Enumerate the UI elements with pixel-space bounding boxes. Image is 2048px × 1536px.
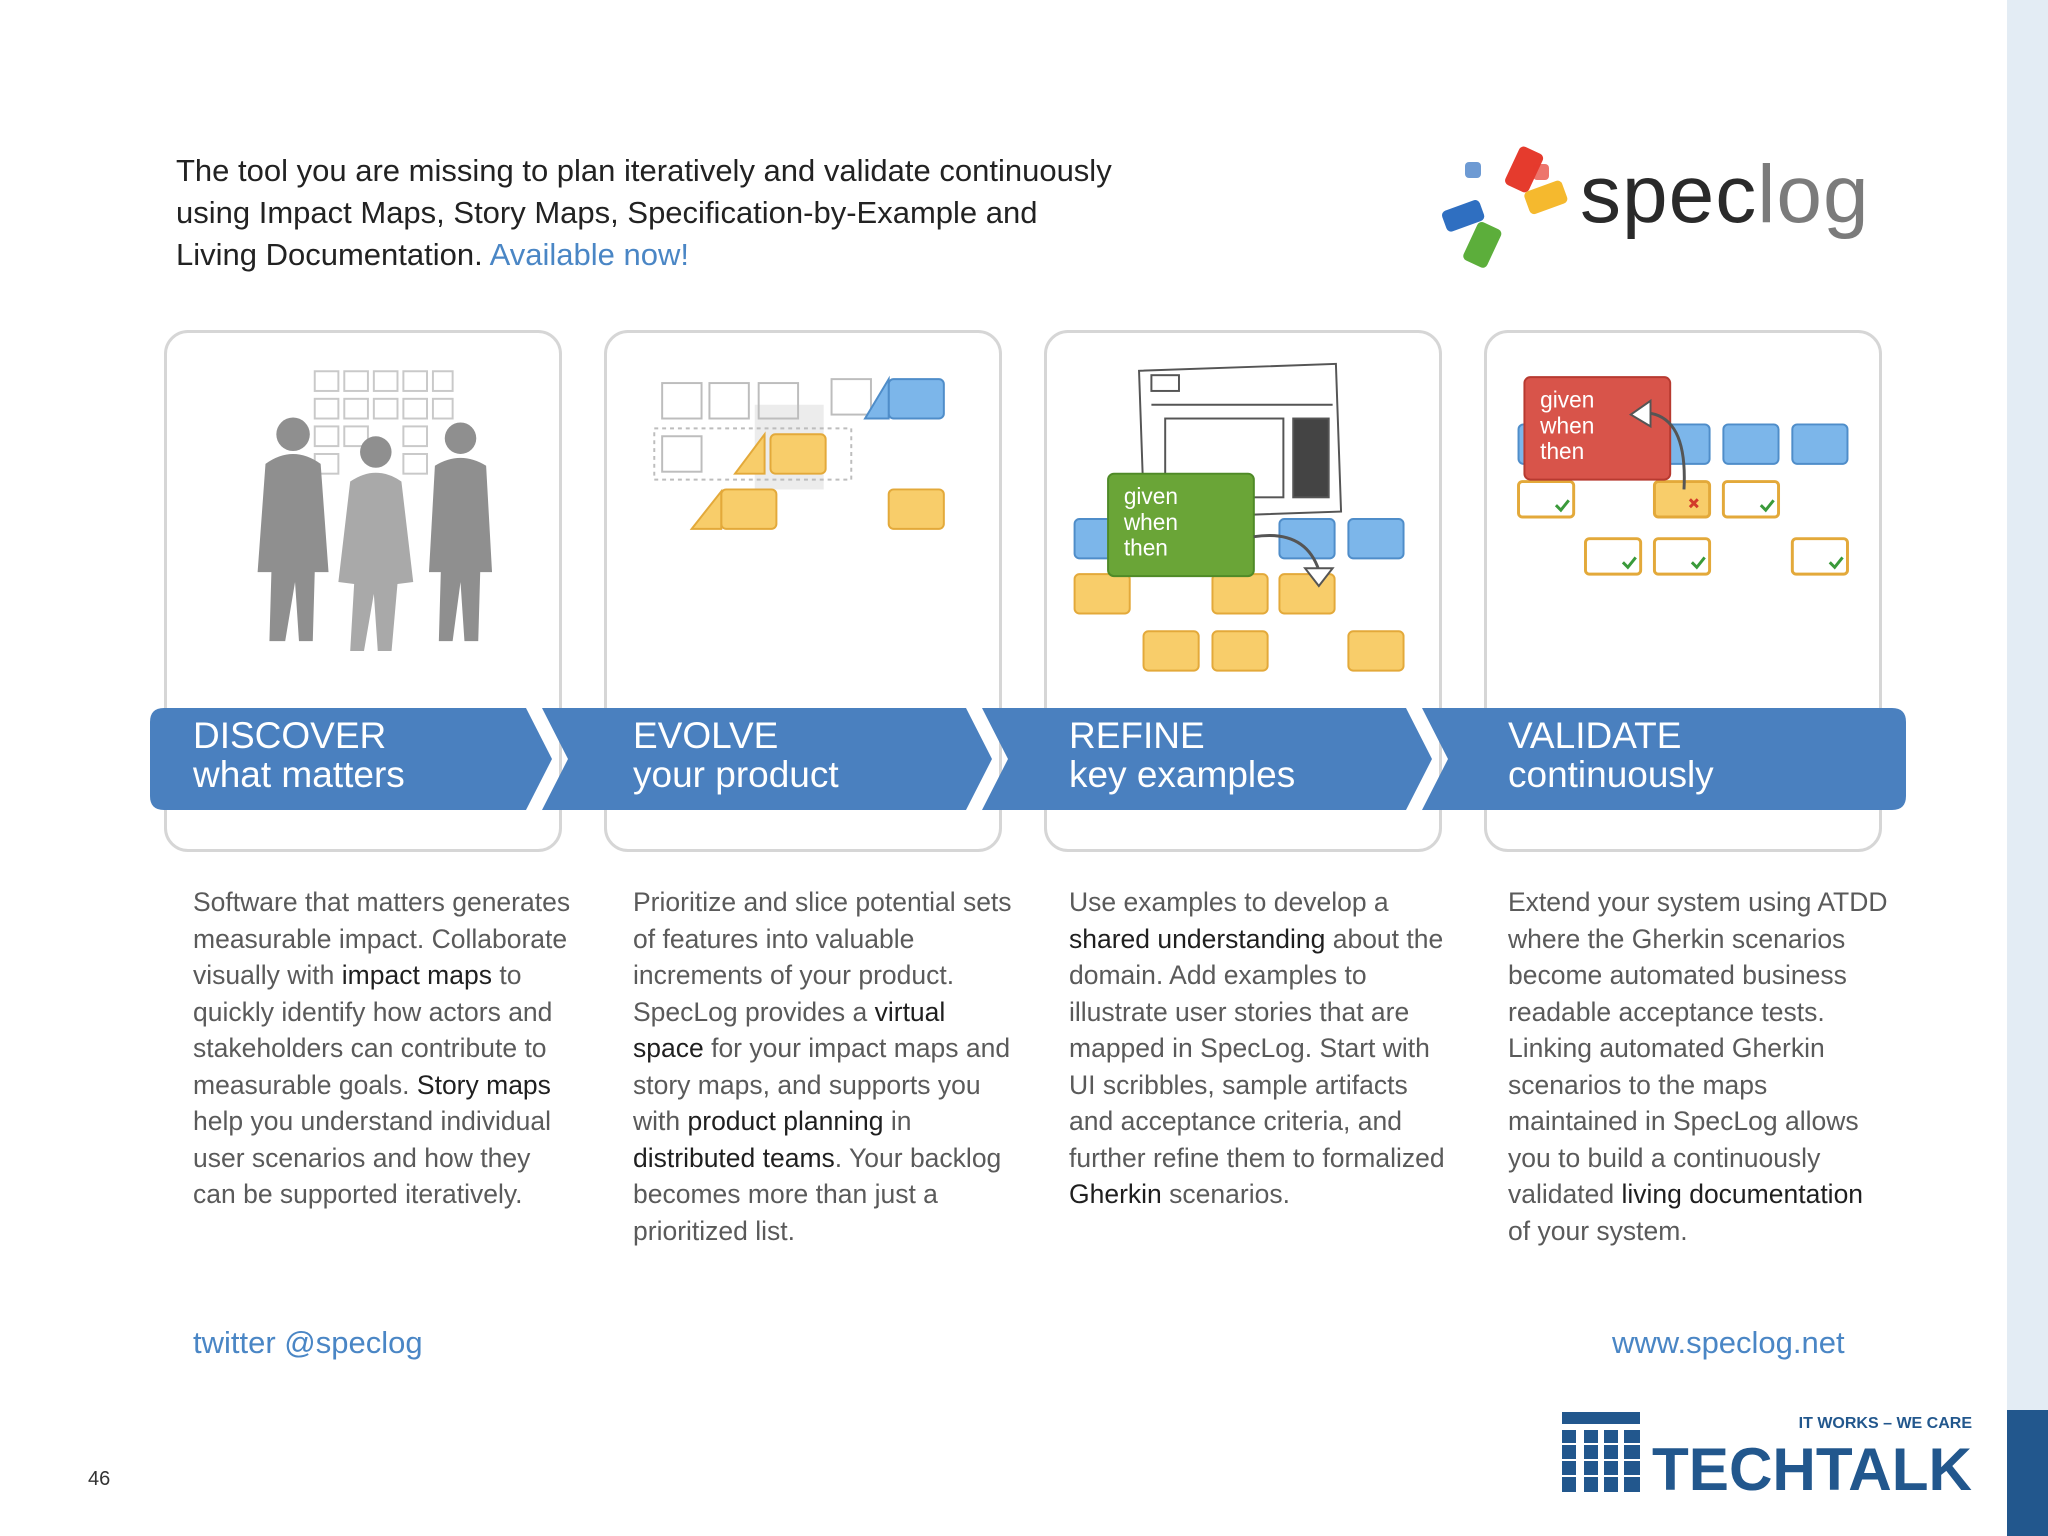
step-evolve-subtitle: your product bbox=[633, 754, 839, 795]
gwt-red-when: when bbox=[1539, 412, 1594, 438]
description-evolve: Prioritize and slice potential sets of f… bbox=[633, 884, 1013, 1249]
logo-petal-red bbox=[1505, 146, 1544, 193]
logo-petal-yellow bbox=[1524, 180, 1568, 215]
gwt-green-card bbox=[1107, 472, 1255, 578]
step-arrow-refine bbox=[982, 708, 1432, 810]
gwt-red-then: then bbox=[1540, 438, 1584, 464]
intro-line-2: using Impact Maps, Story Maps, Specifica… bbox=[176, 195, 1038, 230]
arrow-head-icon bbox=[1303, 567, 1335, 588]
logo-petal-green bbox=[1463, 221, 1502, 268]
speclog-wordmark: speclog bbox=[1580, 145, 1870, 245]
body-text: . Your backlog becomes more than just a … bbox=[633, 1142, 1002, 1246]
refine-illustration: given when then bbox=[1073, 362, 1405, 672]
gwt-green-when: when bbox=[1123, 509, 1178, 535]
step-validate-subtitle: continuously bbox=[1508, 754, 1714, 795]
evolve-illustration bbox=[653, 375, 945, 530]
intro-line-3: Living Documentation. Available now! bbox=[176, 234, 1296, 276]
step-arrow-discover bbox=[150, 708, 552, 810]
step-arrow-validate bbox=[1422, 708, 1906, 810]
description-refine: Use examples to develop a shared underst… bbox=[1069, 884, 1449, 1213]
emphasis-text: product planning bbox=[687, 1106, 884, 1136]
intro-line-3-text: Living Documentation. bbox=[176, 237, 483, 272]
step-discover-title: DISCOVER bbox=[193, 715, 387, 756]
emphasis-text: Story maps bbox=[416, 1069, 551, 1100]
check-mark-icon bbox=[1554, 499, 1844, 570]
step-validate-title: VALIDATE bbox=[1508, 715, 1682, 756]
yellow-sticky-rows-icon bbox=[1073, 573, 1405, 672]
description-discover: Software that matters generates measurab… bbox=[193, 884, 573, 1213]
validate-illustration: given when then bbox=[1517, 376, 1849, 576]
blue-sticky-notes-icon bbox=[863, 375, 945, 420]
body-text: to quickly identify how actors and stake… bbox=[193, 960, 553, 1100]
speclog-word-main: spec bbox=[1580, 149, 1758, 240]
emphasis-text: distributed teams bbox=[633, 1142, 835, 1173]
gwt-green-then: then bbox=[1124, 534, 1168, 560]
step-validate: VALIDATE continuously bbox=[1508, 708, 1888, 810]
step-evolve-title: EVOLVE bbox=[633, 715, 779, 756]
intro-text: The tool you are missing to plan iterati… bbox=[176, 150, 1296, 276]
logo-petal-blue-2 bbox=[1465, 162, 1481, 178]
speclog-word-light: log bbox=[1757, 149, 1870, 240]
process-band bbox=[150, 708, 1906, 810]
body-text: help you understand individual user scen… bbox=[193, 1106, 552, 1209]
step-refine-title: REFINE bbox=[1069, 715, 1205, 756]
people-silhouette-icon bbox=[257, 417, 493, 651]
logo-petal-blue bbox=[1441, 200, 1485, 232]
step-discover-subtitle: what matters bbox=[193, 754, 405, 795]
gwt-red-card bbox=[1523, 376, 1672, 481]
return-arrow-head-icon bbox=[1628, 398, 1652, 429]
available-now-link[interactable]: Available now! bbox=[489, 237, 689, 272]
right-decor-strip-dark bbox=[2007, 1410, 2048, 1536]
emphasis-text: impact maps bbox=[341, 960, 492, 990]
techtalk-logo-icon: IT WORKS – WE CARE TECHTALK bbox=[1562, 1412, 1972, 1494]
techtalk-tagline: IT WORKS – WE CARE bbox=[1799, 1415, 1972, 1432]
curved-arrow-icon bbox=[1253, 534, 1321, 571]
body-text: of your system. bbox=[1508, 1215, 1688, 1246]
body-text: Extend your system using ATDD where the … bbox=[1508, 887, 1888, 1209]
description-validate: Extend your system using ATDD where the … bbox=[1508, 884, 1888, 1249]
step-refine: REFINE key examples bbox=[1069, 708, 1429, 810]
emphasis-text: virtual space bbox=[633, 996, 946, 1064]
emphasis-text: living documentation bbox=[1621, 1179, 1864, 1209]
right-decor-strip bbox=[2007, 0, 2048, 1536]
sticky-notes-wall-icon bbox=[313, 370, 454, 475]
test-result-cards-icon bbox=[1517, 480, 1849, 576]
emphasis-text: Gherkin bbox=[1069, 1179, 1162, 1209]
emphasis-text: shared understanding bbox=[1069, 923, 1326, 954]
fail-x-icon bbox=[1688, 498, 1699, 509]
discover-illustration bbox=[257, 370, 493, 651]
logo-petal-red-2 bbox=[1533, 164, 1549, 180]
speclog-logo-icon bbox=[1441, 146, 1568, 268]
techtalk-name: TECHTALK bbox=[1652, 1436, 1972, 1494]
page-number: 46 bbox=[88, 1468, 111, 1490]
body-text: Software that matters generates measurab… bbox=[193, 887, 571, 990]
return-arrow-icon bbox=[1644, 411, 1686, 490]
yellow-sticky-notes-icon bbox=[689, 431, 945, 530]
body-text: Prioritize and slice potential sets of f… bbox=[633, 887, 1012, 1027]
step-refine-subtitle: key examples bbox=[1069, 754, 1296, 795]
techtalk-it-mark bbox=[1562, 1412, 1640, 1492]
body-text: about the domain. Add examples to illust… bbox=[1069, 923, 1445, 1173]
step-discover: DISCOVER what matters bbox=[193, 708, 553, 810]
gwt-red-given: given bbox=[1540, 387, 1594, 413]
intro-line-1: The tool you are missing to plan iterati… bbox=[176, 153, 1112, 188]
website-link[interactable]: www.speclog.net bbox=[1612, 1325, 1845, 1360]
gwt-green-given: given bbox=[1124, 483, 1178, 509]
body-text: Use examples to develop a bbox=[1069, 887, 1389, 917]
body-text: for your impact maps and story maps, and… bbox=[633, 1033, 1011, 1136]
step-evolve: EVOLVE your product bbox=[633, 708, 993, 810]
step-arrow-evolve bbox=[542, 708, 992, 810]
twitter-link[interactable]: twitter @speclog bbox=[193, 1325, 423, 1360]
body-text: in bbox=[883, 1106, 912, 1136]
body-text: scenarios. bbox=[1161, 1179, 1290, 1209]
